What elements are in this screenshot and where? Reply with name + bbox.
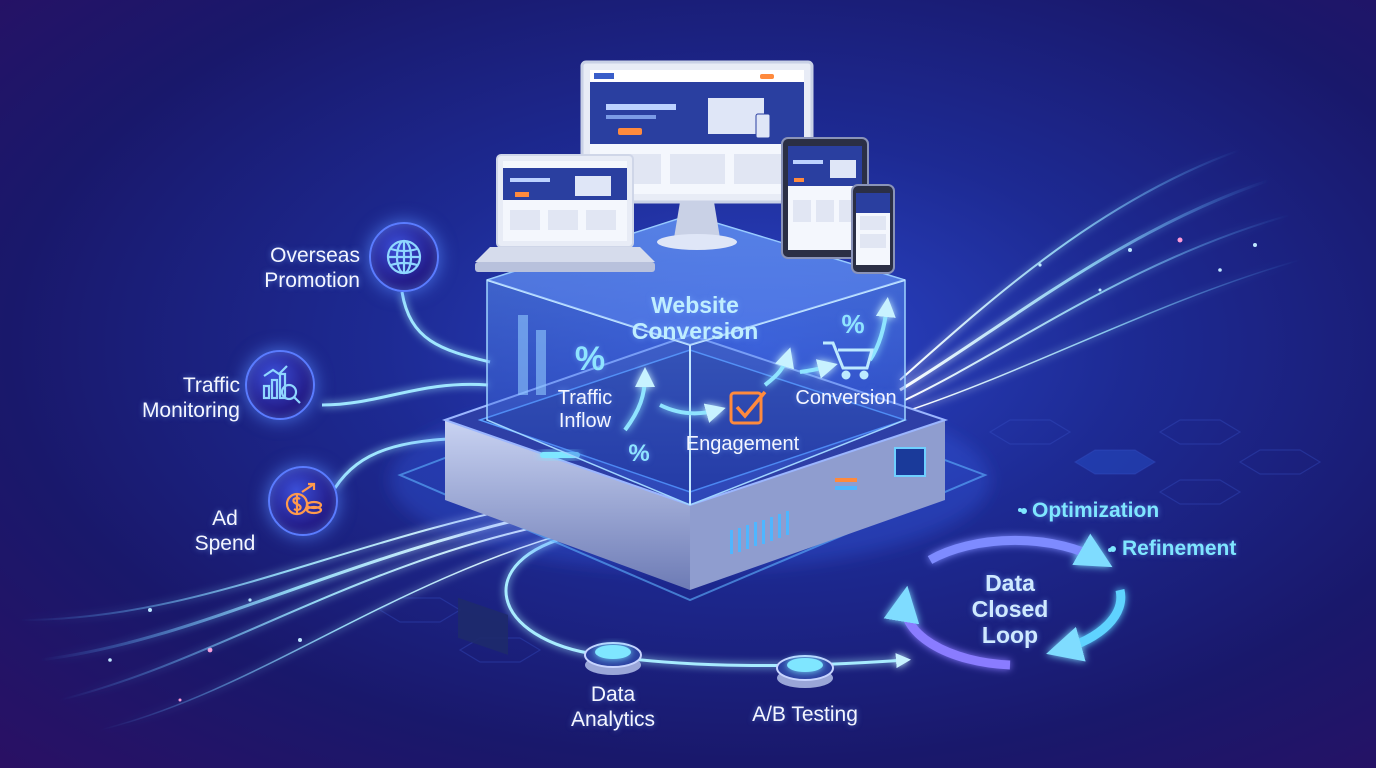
optimization-label: Optimization xyxy=(1032,499,1160,522)
laptop xyxy=(475,154,655,272)
stream-right xyxy=(899,178,1271,392)
engagement-label: Engagement xyxy=(685,433,800,455)
devices xyxy=(475,60,895,274)
chart-magnifier-icon xyxy=(262,365,301,404)
percent-symbol-large: % xyxy=(574,340,606,378)
refinement-label: Refinement xyxy=(1122,537,1237,560)
overseas-promotion-label: Overseas Promotion xyxy=(230,243,360,293)
website-conversion-line2: Conversion xyxy=(631,318,759,344)
loop-dots xyxy=(1021,508,1116,552)
traffic-inflow-line2: Inflow xyxy=(558,410,612,432)
chart-magnifier-icon-badge xyxy=(245,350,315,420)
data-analytics-line2: Analytics xyxy=(570,708,656,731)
analytics-node xyxy=(584,642,642,675)
traffic-monitoring-label: Traffic Monitoring xyxy=(110,373,240,423)
globe-icon-badge xyxy=(369,222,439,292)
closed-loop-line3: Loop xyxy=(981,622,1039,648)
ab-testing-label: A/B Testing xyxy=(752,703,858,726)
data-analytics-line1: Data xyxy=(590,683,636,706)
percent-symbol-conversion: % xyxy=(841,309,865,339)
globe-icon xyxy=(386,239,422,275)
percent-symbol-small: % xyxy=(628,440,650,467)
overseas-line1: Overseas xyxy=(270,244,360,267)
data-analytics-label: Data Analytics xyxy=(553,682,673,732)
dollar-coins-icon xyxy=(285,482,323,516)
shopping-cart-icon xyxy=(823,341,874,380)
website-conversion-title: Website Conversion xyxy=(610,292,780,344)
hexagon-pattern xyxy=(378,419,1322,663)
overseas-line2: Promotion xyxy=(264,269,360,292)
ad-spend-line1: Ad xyxy=(212,507,238,530)
closed-loop-line1: Data xyxy=(985,570,1035,596)
closed-loop-ring xyxy=(883,533,1126,670)
website-conversion-line1: Website xyxy=(651,292,739,318)
step-arrows xyxy=(623,297,896,432)
ad-spend-line2: Spend xyxy=(194,532,256,555)
tablet xyxy=(781,137,869,259)
stream-traffic-monitoring xyxy=(321,382,489,407)
ab-testing-node xyxy=(776,655,834,688)
server-panel-left xyxy=(458,597,508,655)
phone xyxy=(851,184,895,274)
dollar-coins-icon-badge xyxy=(268,466,338,536)
data-closed-loop-label: Data Closed Loop xyxy=(955,570,1065,648)
traffic-monitoring-line1: Traffic xyxy=(182,374,240,397)
checkbox-icon xyxy=(729,390,767,425)
ad-spend-label: Ad Spend xyxy=(180,506,270,556)
traffic-inflow-line1: Traffic xyxy=(557,387,613,409)
traffic-inflow-label: Traffic Inflow xyxy=(545,387,625,433)
pipeline-nodes xyxy=(584,642,834,688)
closed-loop-line2: Closed xyxy=(971,596,1049,622)
conversion-label: Conversion xyxy=(795,387,897,409)
traffic-monitoring-line2: Monitoring xyxy=(141,399,240,422)
stream-overseas xyxy=(400,291,491,364)
